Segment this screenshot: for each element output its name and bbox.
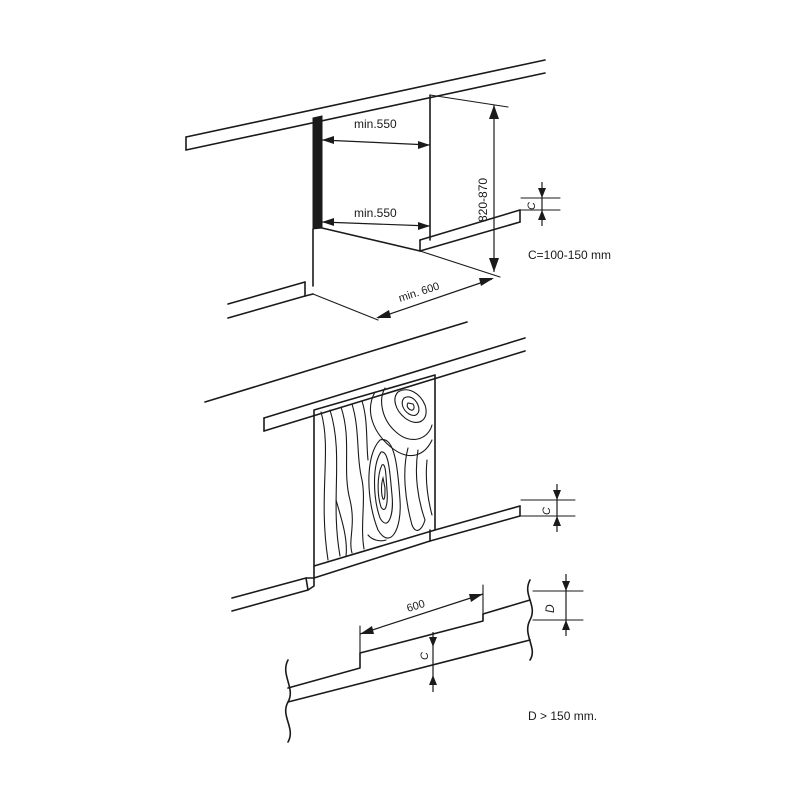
worktop-bottom-edge <box>185 72 546 151</box>
wood-grain-line <box>425 459 433 516</box>
plinth-right-upper <box>434 505 521 531</box>
installed-diagram: C <box>204 321 576 612</box>
niche-diagram: min.550 min.550 820-870 min. 600 C C=100… <box>185 59 611 321</box>
wood-grain-line <box>329 409 341 557</box>
right-plinth-bottom <box>419 221 521 252</box>
c-range-note: C=100-150 mm <box>528 248 611 262</box>
height-arrow-bottom <box>489 258 499 272</box>
plinth-under-door <box>313 540 431 579</box>
wood-grain-knot <box>374 451 393 524</box>
wood-grain-line <box>340 406 353 554</box>
c-mid-label: C <box>541 507 553 515</box>
left-plinth-base <box>304 293 314 297</box>
depth-arrow-right <box>479 278 494 286</box>
cutout-width-arrow-left <box>360 626 374 634</box>
depth-extension-line-left <box>312 293 379 321</box>
left-cabinet-side-panel <box>312 115 323 230</box>
worktop-front-edge <box>185 59 546 138</box>
wood-grain-knot <box>368 439 401 539</box>
plinth-bottom-contour <box>287 639 531 703</box>
break-line-right <box>526 579 534 661</box>
wood-grain-line <box>351 403 365 550</box>
c-mid-arrow-up <box>553 490 561 500</box>
wood-grain-line <box>367 534 387 542</box>
wood-grain-line <box>320 411 329 561</box>
plinth-left-bottom <box>231 589 309 612</box>
width-top-dimension-line <box>321 139 431 146</box>
cutout-width-label: 600 <box>405 598 426 615</box>
c-top-arrow-up <box>538 188 546 198</box>
plinth-left-step <box>305 577 315 591</box>
worktop-front-line <box>263 337 526 419</box>
niche-floor-left <box>321 227 421 252</box>
wood-grain-line <box>361 400 369 461</box>
d-min-note: D > 150 mm. <box>528 709 597 723</box>
height-extension-line-bottom <box>419 250 501 278</box>
depth-arrow-left <box>376 310 391 318</box>
wood-grain <box>320 387 433 561</box>
c-bottom-label: C <box>419 652 431 660</box>
c-bottom-arrow-up <box>429 637 437 647</box>
wood-grain-knot <box>401 396 420 416</box>
d-arrow-up <box>562 581 570 591</box>
width-top-arrow-left <box>322 136 334 144</box>
c-bottom-arrow-down <box>429 675 437 685</box>
width-bottom-dimension-line <box>321 221 431 227</box>
cutout-width-dimension-line <box>359 593 484 635</box>
width-top-arrow-right <box>418 141 430 149</box>
wood-grain-line <box>381 387 433 441</box>
width-top-label: min.550 <box>354 117 397 131</box>
wood-grain-line <box>369 391 433 457</box>
c-top-label: C <box>526 202 538 210</box>
worktop-lower-line <box>263 350 526 432</box>
c-mid-arrow-down <box>553 516 561 526</box>
height-extension-line-top <box>429 94 509 108</box>
d-arrow-down <box>562 620 570 630</box>
plinth-top-contour <box>287 599 531 689</box>
depth-dimension-line <box>377 278 493 319</box>
c-top-arrow-down <box>538 210 546 220</box>
plinth-left-top <box>231 577 307 599</box>
wood-grain-knot <box>377 464 388 510</box>
height-label: 820-870 <box>476 178 490 222</box>
height-arrow-top <box>489 105 499 119</box>
wood-grain-knot <box>380 475 386 500</box>
cutout-width-arrow-right <box>469 594 483 602</box>
width-bottom-arrow-left <box>322 218 334 226</box>
wood-grain-line <box>404 447 426 531</box>
wood-grain-knot <box>406 402 415 411</box>
width-bottom-arrow-right <box>418 222 430 230</box>
wood-grain-line <box>415 449 426 521</box>
wood-grain-line <box>335 499 347 557</box>
worktop-top-line <box>204 321 468 403</box>
plinth-cutout-diagram: 600 C D D > 150 mm. <box>284 574 597 743</box>
break-line-left <box>284 659 292 743</box>
left-plinth-line <box>227 295 306 319</box>
wood-grain-knot <box>394 389 427 423</box>
left-floor-line <box>227 281 306 305</box>
d-label: D <box>543 604 557 613</box>
plinth-right-top <box>429 515 521 542</box>
right-plinth-top <box>419 209 521 241</box>
depth-label: min. 600 <box>397 280 441 304</box>
width-bottom-label: min.550 <box>354 206 397 220</box>
